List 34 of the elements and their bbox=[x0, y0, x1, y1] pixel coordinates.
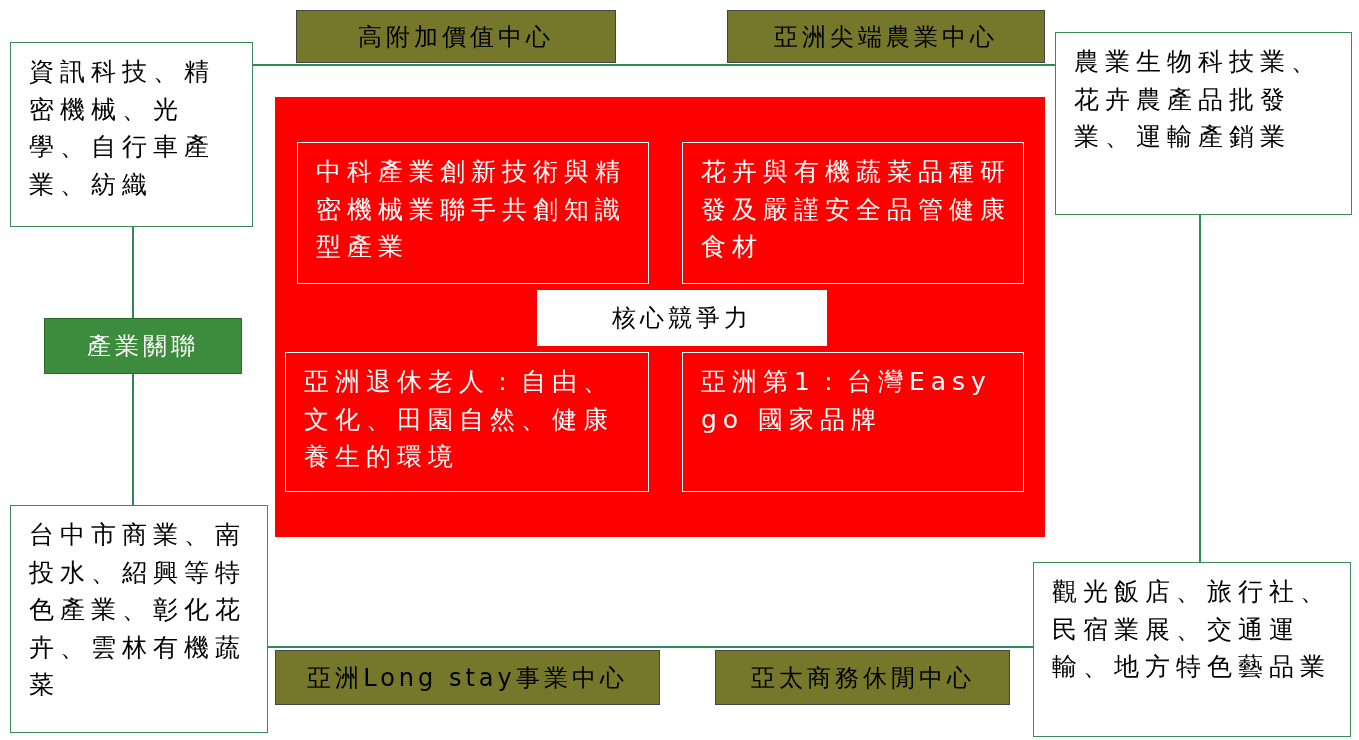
industry-box bbox=[1055, 32, 1352, 215]
industry-text: 資訊科技、精密機械、光學、自行車產業、紡織 bbox=[29, 56, 216, 201]
label-text: 亞洲尖端農業中心 bbox=[774, 21, 998, 53]
strength-box bbox=[285, 352, 649, 492]
label-text: 高附加價值中心 bbox=[358, 21, 554, 53]
center-label bbox=[275, 650, 660, 705]
industry-box bbox=[1033, 562, 1351, 737]
industry-text: 觀光飯店、旅行社、民宿業展、交通運輸、地方特色藝品業 bbox=[1052, 576, 1332, 683]
relation-label bbox=[44, 318, 242, 374]
strength-text: 亞洲退休老人：自由、文化、田園自然、健康養生的環境 bbox=[304, 366, 615, 473]
center-label bbox=[296, 10, 616, 63]
connector-line bbox=[252, 64, 1056, 66]
strength-text: 亞洲第1：台灣Easy go 國家品牌 bbox=[701, 366, 993, 436]
panel-background bbox=[275, 97, 1045, 537]
label-text: 產業關聯 bbox=[87, 331, 199, 362]
connector-line bbox=[1199, 214, 1201, 563]
center-label bbox=[715, 650, 1010, 705]
industry-box bbox=[10, 42, 253, 227]
label-text: 核心競爭力 bbox=[612, 303, 752, 334]
core-label bbox=[537, 290, 827, 346]
connector-line bbox=[132, 373, 134, 506]
strength-box bbox=[297, 142, 649, 284]
industry-text: 台中市商業、南投水、紹興等特色產業、彰化花卉、雲林有機蔬菜 bbox=[29, 519, 247, 701]
label-text: 亞洲Long stay事業中心 bbox=[307, 662, 628, 694]
strength-text: 花卉與有機蔬菜品種研發及嚴謹安全品管健康食材 bbox=[701, 156, 1012, 263]
strength-box bbox=[682, 352, 1024, 492]
strength-text: 中科產業創新技術與精密機械業聯手共創知識型產業 bbox=[316, 156, 627, 263]
label-text: 亞太商務休閒中心 bbox=[750, 662, 975, 694]
industry-text: 農業生物科技業、花卉農產品批發業、運輸產銷業 bbox=[1074, 46, 1323, 153]
connector-line bbox=[267, 646, 1034, 648]
strength-box bbox=[682, 142, 1024, 284]
industry-box bbox=[10, 505, 268, 733]
connector-line bbox=[132, 226, 134, 319]
center-label bbox=[727, 10, 1045, 63]
